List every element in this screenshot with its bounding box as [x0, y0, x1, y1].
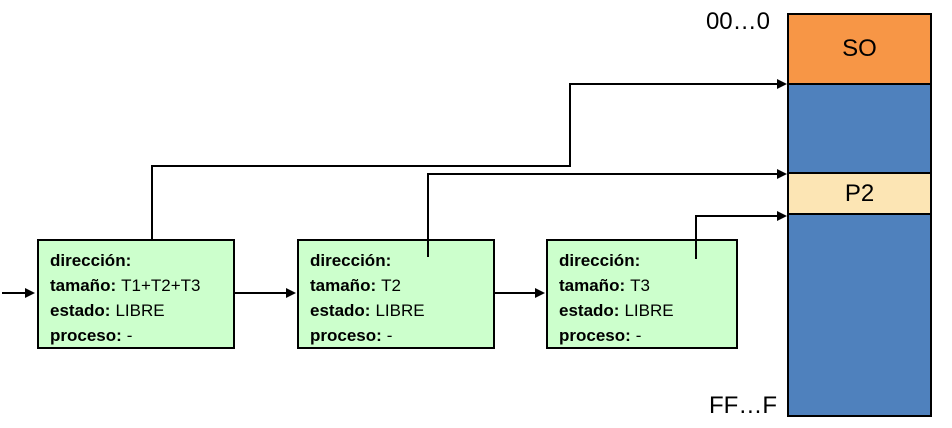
node-field-row: estado:LIBRE [559, 298, 730, 323]
segment-p2: P2 [789, 174, 930, 215]
free-list-node-3: dirección: tamaño:T3 estado:LIBRE proces… [546, 239, 738, 349]
arrow-line [151, 165, 571, 167]
field-label: estado: [559, 301, 620, 320]
segment-so: SO [789, 15, 930, 85]
field-value: - [126, 326, 133, 345]
field-label: dirección: [50, 251, 132, 270]
memory-map: SO P2 [787, 13, 932, 417]
node-field-row: dirección: [50, 248, 227, 273]
arrow-line [427, 174, 429, 257]
segment-so-label: SO [842, 35, 877, 62]
arrowhead-icon [777, 79, 787, 89]
arrow-line [569, 84, 571, 167]
node-field-row: estado:LIBRE [310, 298, 487, 323]
arrowhead-icon [777, 169, 787, 179]
field-label: estado: [310, 301, 371, 320]
field-value: T2 [381, 276, 401, 295]
arrow-line [695, 216, 697, 259]
field-label: proceso: [50, 326, 122, 345]
field-value: - [386, 326, 393, 345]
node-field-row: dirección: [310, 248, 487, 273]
field-label: dirección: [559, 251, 641, 270]
field-label: proceso: [559, 326, 631, 345]
field-value: T1+T2+T3 [121, 276, 201, 295]
arrow-line [235, 292, 286, 294]
field-value: T3 [630, 276, 650, 295]
free-list-node-2: dirección: tamaño:T2 estado:LIBRE proces… [297, 239, 495, 349]
node-field-row: estado:LIBRE [50, 298, 227, 323]
arrowhead-icon [777, 211, 787, 221]
field-label: estado: [50, 301, 111, 320]
arrowhead-icon [286, 288, 296, 298]
node-field-row: proceso:- [310, 323, 487, 348]
field-value: LIBRE [624, 301, 674, 320]
node-field-row: tamaño:T1+T2+T3 [50, 273, 227, 298]
arrow-line [569, 83, 778, 85]
field-label: tamaño: [310, 276, 377, 295]
arrow-line [427, 173, 778, 175]
field-label: tamaño: [559, 276, 626, 295]
segment-free-1 [789, 85, 930, 174]
arrow-line [495, 292, 535, 294]
arrow-line [151, 166, 153, 239]
memory-top-address: 00…0 [705, 8, 770, 35]
field-value: LIBRE [115, 301, 165, 320]
arrowhead-icon [25, 288, 35, 298]
field-value: - [635, 326, 642, 345]
segment-p2-label: P2 [844, 179, 875, 207]
node-field-row: tamaño:T3 [559, 273, 730, 298]
node-field-row: tamaño:T2 [310, 273, 487, 298]
node-field-row: dirección: [559, 248, 730, 273]
field-label: dirección: [310, 251, 392, 270]
field-label: tamaño: [50, 276, 117, 295]
arrow-line [695, 215, 778, 217]
free-list-node-1: dirección: tamaño:T1+T2+T3 estado:LIBRE … [37, 239, 235, 349]
memory-bottom-address: FF…F [709, 392, 777, 419]
arrowhead-icon [535, 288, 545, 298]
arrow-line [2, 292, 26, 294]
node-field-row: proceso:- [50, 323, 227, 348]
segment-free-2 [789, 215, 930, 415]
field-label: proceso: [310, 326, 382, 345]
field-value: LIBRE [375, 301, 425, 320]
node-field-row: proceso:- [559, 323, 730, 348]
